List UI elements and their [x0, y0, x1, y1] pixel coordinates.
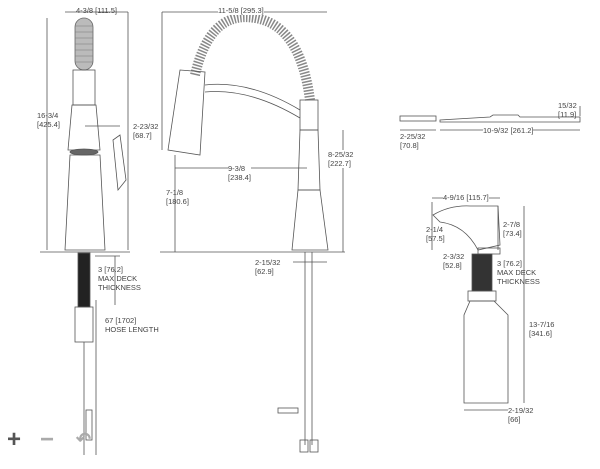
- dim-text: [341.6]: [529, 329, 552, 338]
- dim-text: 3 [76.2]: [497, 259, 523, 268]
- deckplate-side-dim: 2-25/32 [70.8]: [400, 132, 425, 150]
- dim-text: 7-1/8: [166, 188, 184, 197]
- deckplate-thickness-dim: 15/32 [11.9]: [558, 101, 577, 119]
- dim-text: HOSE LENGTH: [105, 325, 159, 334]
- front-width-dim: 11-5/8 [295.3]: [218, 6, 264, 15]
- dim-text: 16-3/4: [37, 111, 59, 120]
- dim-text: 2-19/32: [508, 406, 534, 415]
- dim-text: 8-25/32: [328, 150, 354, 159]
- zoom-in-button[interactable]: +: [7, 426, 22, 453]
- soap-deck-dim: 3 [76.2] MAX DECK THICKNESS: [497, 259, 540, 286]
- dim-text: [11.9]: [558, 110, 577, 119]
- dim-text: 67 [1702]: [105, 316, 137, 325]
- faucet-side-view: [40, 11, 130, 455]
- dim-text: MAX DECK: [98, 274, 138, 283]
- dim-text: THICKNESS: [98, 283, 141, 292]
- base-dim: 2-15/32 [62.9]: [255, 258, 280, 276]
- zoom-out-button[interactable]: −: [40, 426, 55, 453]
- soap-total-height-dim: 13-7/16 [341.6]: [529, 320, 555, 338]
- body-height-dim: 8-25/32 [222.7]: [328, 150, 354, 168]
- deckplate-length-dim: 10-9/32 [261.2]: [483, 126, 534, 135]
- faucet-handle-dim: 2-23/32 [68.7]: [133, 122, 158, 140]
- faucet-width-dim: 4-3/8 [111.5]: [76, 6, 118, 15]
- dim-text: 13-7/16: [529, 320, 555, 329]
- dim-text: 2-23/32: [133, 122, 159, 131]
- dim-text: [180.6]: [166, 197, 189, 206]
- spout-height-dim: 7-1/8 [180.6]: [166, 188, 189, 206]
- dim-text: 2-25/32: [400, 132, 426, 141]
- dim-text: 2-7/8: [503, 220, 521, 229]
- soap-bottle-dim: 2-19/32 [66]: [508, 406, 533, 424]
- soap-width-dim: 4-9/16 [115.7]: [443, 193, 489, 202]
- faucet-deck-dim: 3 [76.2] MAX DECK THICKNESS: [98, 265, 141, 292]
- dim-text: [70.8]: [400, 141, 419, 150]
- dim-text: MAX DECK: [497, 268, 537, 277]
- faucet-height-dim: 16-3/4 [425.4]: [37, 111, 60, 129]
- dim-text: [66]: [508, 415, 521, 424]
- dim-text: [238.4]: [228, 173, 251, 182]
- dim-text: [73.4]: [503, 229, 522, 238]
- dim-text: 3 [76.2]: [98, 265, 124, 274]
- hose-length-dim: 67 [1702] HOSE LENGTH: [105, 316, 159, 334]
- dim-text: [57.5]: [426, 234, 445, 243]
- dim-text: [425.4]: [37, 120, 60, 129]
- dim-text: [68.7]: [133, 131, 152, 140]
- faucet-front-view: [160, 11, 345, 453]
- dim-text: 2-3/32: [443, 252, 465, 261]
- dim-text: 2-1/4: [426, 225, 444, 234]
- reach-dim: 9-3/8 [238.4]: [228, 164, 251, 182]
- dim-text: [62.9]: [255, 267, 274, 276]
- dim-text: THICKNESS: [497, 277, 540, 286]
- dim-text: [222.7]: [328, 159, 351, 168]
- dim-text: 2-15/32: [255, 258, 281, 267]
- soap-head-total-dim: 2-7/8 [73.4]: [503, 220, 522, 238]
- dim-text: 15/32: [558, 101, 577, 110]
- dim-text: [52.8]: [443, 261, 462, 270]
- dim-text: 9-3/8: [228, 164, 251, 173]
- rotate-button[interactable]: ↶: [76, 429, 92, 449]
- soap-head-height-dim: 2-1/4 [57.5]: [426, 225, 445, 243]
- soap-shank-dim: 2-3/32 [52.8]: [443, 252, 464, 270]
